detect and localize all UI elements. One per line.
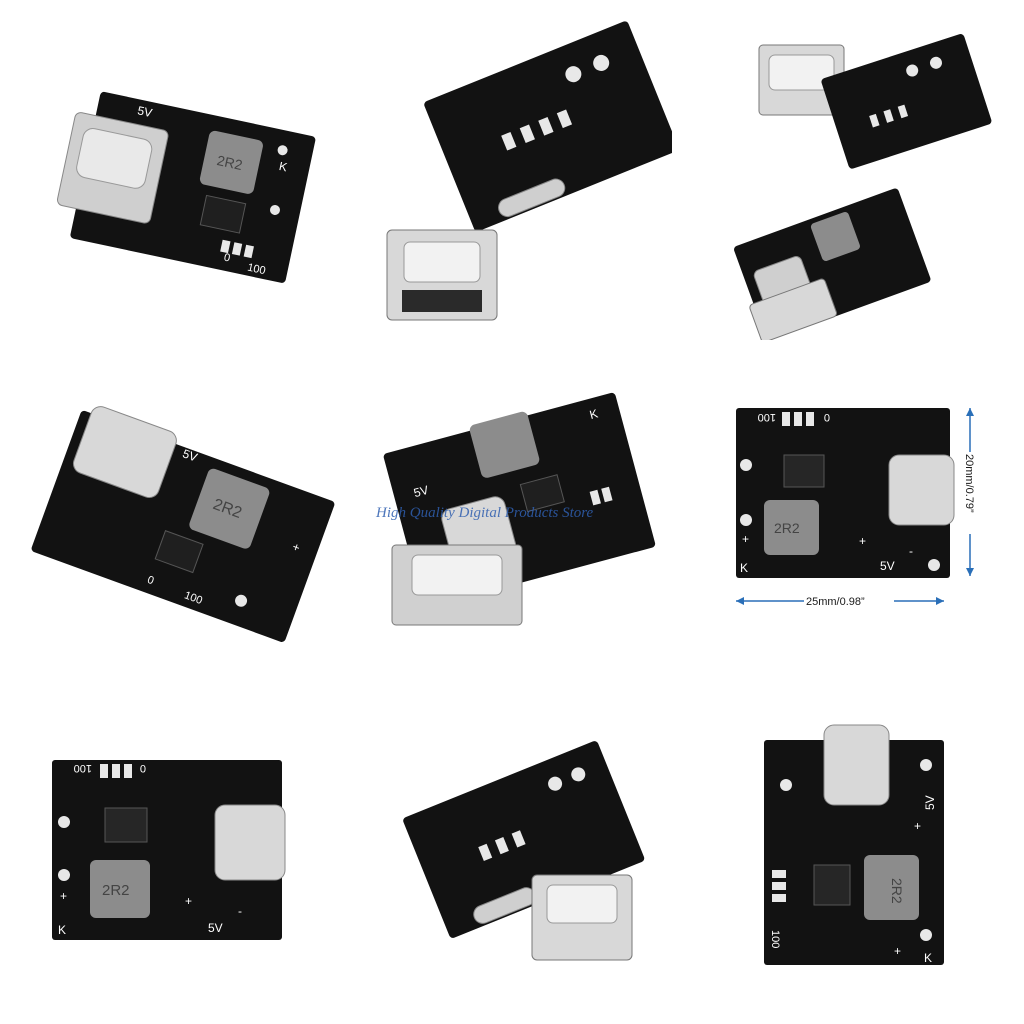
minus-label: - [909, 544, 913, 558]
photo-board-angled-center: 5V K [352, 360, 672, 680]
plus-label: + [914, 819, 921, 833]
plus-label: + [742, 532, 749, 546]
zero-label: 0 [223, 252, 231, 265]
dimension-width: 25mm/0.98” [736, 593, 944, 609]
plus-label: + [60, 889, 67, 903]
zero-label: 0 [146, 574, 156, 587]
5v-label: 5V [136, 103, 153, 120]
usb-a-connector [386, 229, 498, 321]
zero-label: 0 [140, 762, 146, 774]
inductor-label: 2R2 [102, 882, 130, 899]
k-label: K [278, 159, 289, 174]
hundred-label: 100 [246, 262, 266, 278]
photo-board-rotated-flat: 2R2 5V + + K 100 [704, 700, 1024, 1020]
k-label: K [58, 923, 66, 937]
photo-board-dimensions: 100 0 2R2 + K + 5V - 25mm/0.98” 20mm/0.7… [704, 360, 1024, 680]
hundred-label: 100 [769, 930, 781, 948]
photo-board-back-with-usb [352, 20, 672, 340]
photo-board-angled-top: 2R2 5V K 0 100 [20, 40, 340, 360]
plus-label: + [185, 894, 192, 908]
photo-board-front-flat: 100 0 2R2 + K + 5V - [20, 700, 340, 1020]
k-label: K [740, 561, 748, 575]
hundred-label: 100 [74, 762, 92, 774]
inductor-label: 2R2 [889, 878, 905, 904]
plus-label: + [290, 540, 301, 556]
zero-label: 0 [824, 411, 830, 423]
inductor-label: 2R2 [215, 152, 244, 173]
5v-label: 5V [208, 921, 223, 935]
photo-board-angled-left: 2R2 5V + 0 100 [20, 360, 340, 680]
dimension-height: 20mm/0.79” [963, 408, 978, 576]
plus-label: + [859, 534, 866, 548]
plus-label: + [894, 944, 901, 958]
k-label: K [924, 951, 932, 965]
5v-label: 5V [923, 795, 937, 810]
k-label: K [588, 406, 599, 422]
store-watermark: High Quality Digital Products Store [376, 505, 594, 521]
hundred-label: 100 [183, 589, 204, 607]
photo-board-pair-small [704, 20, 1024, 340]
5v-label: 5V [181, 446, 200, 464]
5v-label: 5V [880, 559, 895, 573]
height-label: 20mm/0.79” [963, 454, 975, 513]
width-label: 25mm/0.98” [806, 596, 865, 608]
minus-label: - [238, 904, 242, 918]
photo-board-back-with-usb-bottom [352, 700, 672, 1020]
hundred-label: 100 [758, 411, 776, 423]
inductor-label: 2R2 [774, 520, 800, 536]
5v-label: 5V [412, 483, 430, 500]
